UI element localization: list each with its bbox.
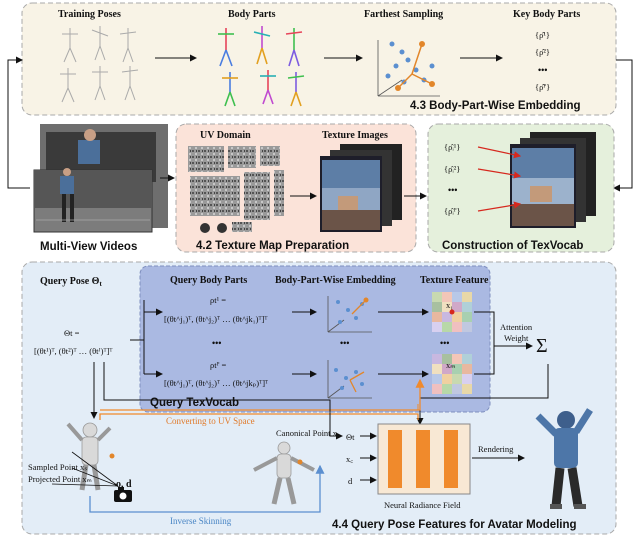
key-body-parts-label: Key Body Parts: [513, 9, 580, 20]
query-dots-2: •••: [340, 338, 349, 348]
bpw-embedding-label: Body-Part-Wise Embedding: [275, 275, 396, 286]
texvocab-dots: •••: [448, 185, 457, 195]
farthest-sampling-plot: [377, 40, 440, 97]
rhop-eq-rhs: [(θt^j₁)ᵀ, (θt^j₂)ᵀ … (θt^jkₚ)ᵀ]ᵀ: [164, 378, 268, 388]
theta-equation-lhs: Θt =: [64, 328, 80, 338]
query-pose-label: Query Pose Θt: [40, 276, 102, 288]
embedding-plot-p: [327, 360, 372, 399]
theta-equation-rhs: [(θt¹)ᵀ, (θt²)ᵀ … (θtᴶ)ᵀ]ᵀ: [34, 346, 112, 356]
nerf-block: [377, 423, 471, 495]
x1-label: x₁: [446, 300, 453, 310]
body-part-embedding-panel: Training Poses Body Parts Farthest Sampl…: [21, 2, 617, 116]
camera-label: o, d: [116, 479, 132, 490]
rho1-eq-lhs: ρt¹ =: [210, 295, 226, 305]
arrow-embedding-to-texvocab: [613, 59, 633, 192]
key-rho-2: {ρ̂²}: [535, 47, 550, 57]
uv-domain-map: [188, 146, 284, 233]
training-pose-skeletons: [60, 26, 139, 103]
key-dots: •••: [538, 65, 547, 75]
query-dots-3: •••: [440, 338, 449, 348]
xm-label: xₘ: [446, 360, 456, 370]
inverse-skinning-label: Inverse Skinning: [170, 516, 232, 526]
nerf-label: Neural Radiance Field: [384, 500, 461, 510]
query-pose-panel: Query Pose Θt Θt = [(θt¹)ᵀ, (θt²)ᵀ … (θt…: [21, 261, 617, 535]
converting-uv-label: Converting to UV Space: [166, 416, 255, 426]
body-parts-label: Body Parts: [228, 9, 276, 20]
embedding-plot-1: [327, 296, 372, 333]
texture-feature-grid-p: [432, 354, 472, 394]
body-part-skeletons: [218, 26, 305, 107]
query-texvocab-label: Query TexVocab: [150, 397, 239, 409]
key-rho-1: {ρ̂¹}: [535, 30, 550, 40]
rho1-eq-rhs: [(θt^j₁)ᵀ, (θt^j₂)ᵀ … (θt^jk₁)ᵀ]ᵀ: [164, 314, 267, 324]
texvocab-section-label: Construction of TexVocab: [442, 240, 583, 252]
texture-images-label: Texture Images: [322, 130, 388, 141]
texvocab-rho-p: {ρ̂ᵢᴾ}: [444, 206, 461, 216]
arrow-videos-to-poses: [7, 56, 30, 189]
section-4-3-label: 4.3 Body-Part-Wise Embedding: [410, 100, 581, 112]
farthest-sampling-label: Farthest Sampling: [364, 9, 443, 20]
key-rho-p: {ρ̂ᴾ}: [535, 82, 550, 92]
texture-feature-grid-1: [432, 292, 472, 332]
canonical-mesh-avatar: [253, 441, 315, 505]
multiview-videos-label: Multi-View Videos: [40, 241, 137, 253]
texvocab-panel: {ρ̂ᵢ¹} {ρ̂ᵢ²} ••• {ρ̂ᵢᴾ} Construction of…: [427, 123, 615, 253]
texvocab-images: [510, 132, 596, 228]
query-texvocab-panel: [139, 265, 491, 413]
nerf-input-xc: x꜀: [346, 454, 353, 464]
attention-label-line2: Weight: [504, 333, 529, 343]
multiview-videos: Multi-View Videos: [33, 124, 168, 253]
training-poses-label: Training Poses: [58, 9, 121, 20]
query-dots-1: •••: [212, 338, 221, 348]
rendered-avatar: [535, 408, 593, 509]
section-4-4-label: 4.4 Query Pose Features for Avatar Model…: [332, 519, 577, 531]
texvocab-rho-2: {ρ̂ᵢ²}: [444, 164, 460, 174]
camera-icon: [114, 487, 132, 502]
canonical-point-label: Canonical Point x꜀: [276, 428, 340, 438]
texture-images-stack: [320, 144, 402, 232]
projected-point-label: Projected Point xₘ: [28, 474, 93, 484]
arrow-pose-to-nerf: [103, 362, 343, 440]
texture-map-panel: UV Domain Texture Images 4.2 Texture Map…: [175, 123, 417, 253]
attention-label-line1: Attention: [500, 322, 533, 332]
nerf-input-theta: Θt: [346, 432, 355, 442]
texvocab-rho-1: {ρ̂ᵢ¹}: [444, 142, 460, 152]
rendering-label: Rendering: [478, 444, 514, 454]
sampled-point-label: Sampled Point xₛ: [28, 462, 87, 472]
sum-symbol: Σ: [536, 335, 548, 357]
query-body-parts-label: Query Body Parts: [170, 275, 247, 286]
texture-feature-label: Texture Feature: [420, 275, 489, 286]
nerf-input-d: d: [348, 476, 353, 486]
rhop-eq-lhs: ρtᴾ =: [210, 360, 227, 370]
uv-domain-label: UV Domain: [200, 130, 251, 141]
section-4-2-label: 4.2 Texture Map Preparation: [196, 240, 349, 252]
